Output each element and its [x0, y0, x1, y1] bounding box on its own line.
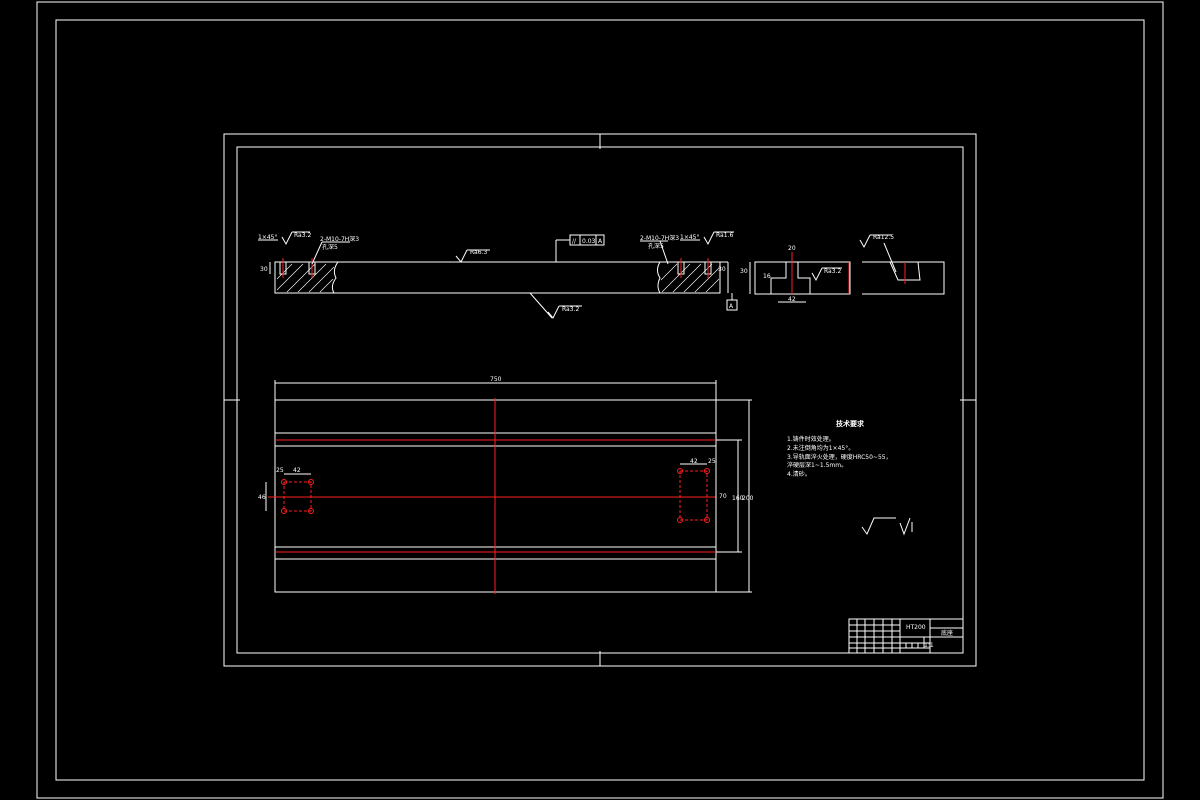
- inner-height-dim: 160: [732, 495, 744, 502]
- note-2: 2.未注倒角均为1×45°。: [787, 444, 854, 452]
- top-roughness-label: Ra6.3: [470, 249, 487, 256]
- right-hatch: [660, 263, 720, 293]
- datum-label: A: [729, 303, 734, 310]
- title-block-frame: [848, 618, 964, 654]
- left-thread-label: 2-M10-7H深3: [320, 235, 359, 243]
- left-hole-bl: [281, 508, 287, 514]
- right-section-outline: [657, 261, 721, 294]
- title-block-material: HT200: [906, 624, 926, 631]
- detail-roughness-symbol: [859, 234, 871, 249]
- title-block-part-name: 底座: [941, 629, 953, 637]
- title-block-scale: 1:1: [924, 642, 934, 649]
- section-view: 20 30 16 42 Ra3.2: [740, 245, 851, 303]
- tolerance-symbol: //: [572, 238, 577, 245]
- section-t-slot: [770, 261, 811, 294]
- plan-view: 42 25 46 42 25 70 750 160 200: [258, 376, 754, 594]
- note-1: 1.铸件时效处理。: [787, 435, 835, 443]
- left-thread-sub: 孔深5: [322, 243, 338, 251]
- left-w-dim: 42: [293, 467, 301, 474]
- detail-groove: [889, 261, 921, 281]
- tolerance-value: 0.03: [582, 238, 596, 245]
- left-small-dim: 25: [276, 467, 284, 474]
- left-h-dim: 46: [258, 494, 266, 501]
- left-roughness-label: Ra3.2: [294, 232, 311, 239]
- detail-leader: [883, 242, 897, 273]
- technical-notes: 技术要求 1.铸件时效处理。 2.未注倒角均为1×45°。 3.导轨面淬火处理，…: [787, 419, 892, 478]
- section-slot-dim: 16: [763, 273, 771, 280]
- right-thread-sub: 孔深5: [648, 242, 664, 250]
- top-roughness-symbol: [455, 249, 468, 263]
- right-hole-bl: [677, 517, 683, 523]
- datum-box: [726, 299, 738, 311]
- bottom-roughness-label: Ra3.2: [562, 306, 579, 313]
- right-thread-leader: [659, 240, 669, 265]
- right-w-dim: 42: [690, 458, 698, 465]
- section-width-dim: 42: [788, 296, 796, 303]
- left-hole-br: [308, 508, 314, 514]
- detail-view: Ra12.5: [859, 234, 945, 295]
- right-h-dim: 70: [719, 493, 727, 500]
- length-dim: 750: [490, 376, 502, 383]
- right-height-dim: 30: [718, 266, 726, 273]
- inner-sheet-border: [55, 19, 1145, 781]
- left-hole-tr: [308, 479, 314, 485]
- notes-title: 技术要求: [836, 419, 865, 428]
- section-height-dim: 30: [740, 268, 748, 275]
- left-section-outline: [274, 261, 339, 294]
- left-hole-pattern: [283, 481, 312, 512]
- right-roughness-label: Ra1.6: [716, 232, 733, 239]
- tolerance-datum: A: [598, 238, 603, 245]
- right-hole-tr: [704, 468, 710, 474]
- outer-sheet-border: [36, 1, 1164, 799]
- general-roughness-symbol-2: [899, 517, 911, 536]
- section-slot-width-dim: 20: [788, 245, 796, 252]
- left-chamfer-label: 1×45°: [258, 234, 277, 241]
- right-chamfer-label: 1×45°: [680, 234, 699, 241]
- right-small-dim: 25: [708, 458, 716, 465]
- section-roughness-symbol: [811, 267, 823, 282]
- note-3b: 淬硬层深1~1.5mm。: [787, 461, 847, 469]
- section-roughness-label: Ra3.2: [824, 268, 841, 275]
- overall-height-dim: 200: [742, 495, 754, 502]
- right-hole-tl: [677, 468, 683, 474]
- left-roughness-symbol: [281, 231, 293, 246]
- right-hole-br: [704, 517, 710, 523]
- bottom-roughness-leader: [529, 292, 553, 319]
- right-hole-pattern: [679, 470, 708, 521]
- general-roughness-symbol: [861, 517, 896, 536]
- section-outline: [754, 261, 851, 295]
- note-3: 3.导轨面淬火处理，硬度HRC50~55，: [787, 453, 892, 461]
- title-block-grid-left: [849, 619, 930, 653]
- note-4: 4.清砂。: [787, 470, 811, 478]
- detail-roughness-label: Ra12.5: [873, 234, 894, 241]
- right-thread-label: 2-M10-7H深3: [640, 234, 679, 242]
- left-height-dim: 30: [260, 266, 268, 273]
- general-roughness: [861, 517, 913, 536]
- left-thread-leader: [311, 241, 323, 265]
- left-hatch: [276, 263, 335, 293]
- right-roughness-symbol: [703, 231, 715, 246]
- detail-outline: [862, 261, 945, 295]
- left-hole-tl: [281, 479, 287, 485]
- front-view: 30 30 1×45° Ra3.2 2-M10-7H深3 孔深5 Ra6.3 /…: [258, 231, 738, 319]
- tolerance-frame: [569, 234, 605, 246]
- title-block: HT200 底座 1:1: [848, 618, 964, 654]
- sheet-borders: [36, 1, 1164, 799]
- bottom-roughness-symbol: [547, 305, 560, 319]
